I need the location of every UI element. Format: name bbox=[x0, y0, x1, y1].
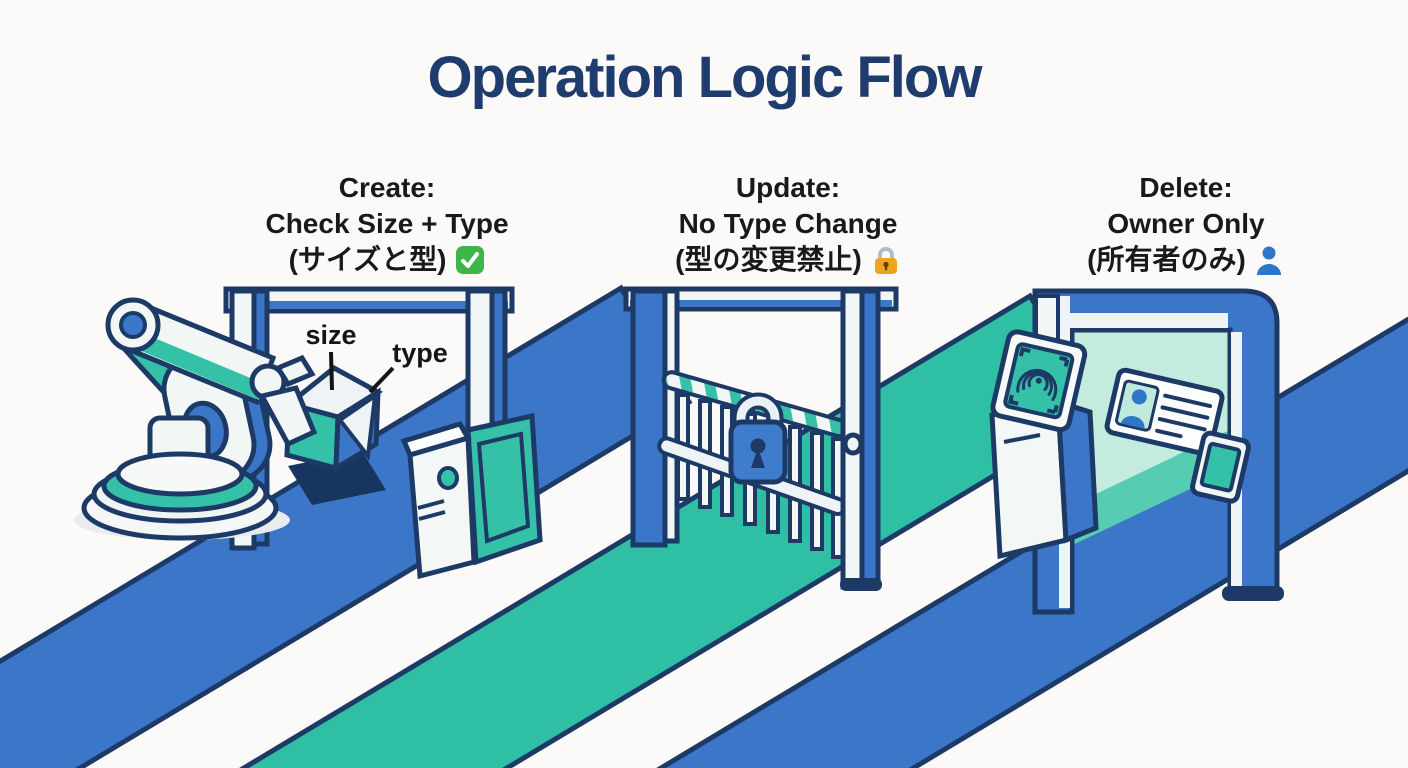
delete-heading: Delete: bbox=[1139, 172, 1233, 203]
card-avatar bbox=[1131, 389, 1147, 405]
robot-gripper bbox=[249, 354, 318, 448]
fingerprint-icon bbox=[1016, 368, 1058, 401]
person-icon bbox=[1255, 245, 1285, 275]
update-gate-right-pillar bbox=[840, 288, 882, 591]
section-header-update: Update: No Type Change (型の変更禁止) bbox=[588, 170, 988, 278]
type-callout: type bbox=[368, 338, 448, 394]
robot-arm bbox=[74, 297, 290, 541]
update-note: (型の変更禁止) bbox=[675, 244, 862, 275]
id-card bbox=[1104, 367, 1225, 457]
lock-icon bbox=[871, 245, 901, 275]
update-heading: Update: bbox=[735, 172, 841, 203]
update-rule: No Type Change bbox=[678, 208, 898, 239]
fingerprint-kiosk bbox=[989, 294, 1099, 560]
check-icon bbox=[455, 245, 485, 275]
size-callout: size bbox=[305, 320, 357, 391]
delete-rule: Owner Only bbox=[1107, 208, 1265, 239]
create-note: (サイズと型) bbox=[288, 244, 447, 275]
size-label: size bbox=[305, 320, 356, 350]
padlock bbox=[728, 392, 788, 485]
box-shadow bbox=[288, 451, 386, 505]
card-reader bbox=[1190, 430, 1252, 504]
gate-sensor bbox=[842, 432, 864, 456]
delete-note: (所有者のみ) bbox=[1087, 244, 1246, 275]
section-header-delete: Delete: Owner Only (所有者のみ) bbox=[986, 170, 1386, 278]
section-header-create: Create: Check Size + Type (サイズと型) bbox=[187, 170, 587, 278]
create-heading: Create: bbox=[338, 172, 436, 203]
create-scanner bbox=[400, 412, 543, 580]
create-rule: Check Size + Type bbox=[265, 208, 509, 239]
type-label: type bbox=[392, 338, 448, 368]
page-title: Operation Logic Flow bbox=[427, 45, 983, 110]
